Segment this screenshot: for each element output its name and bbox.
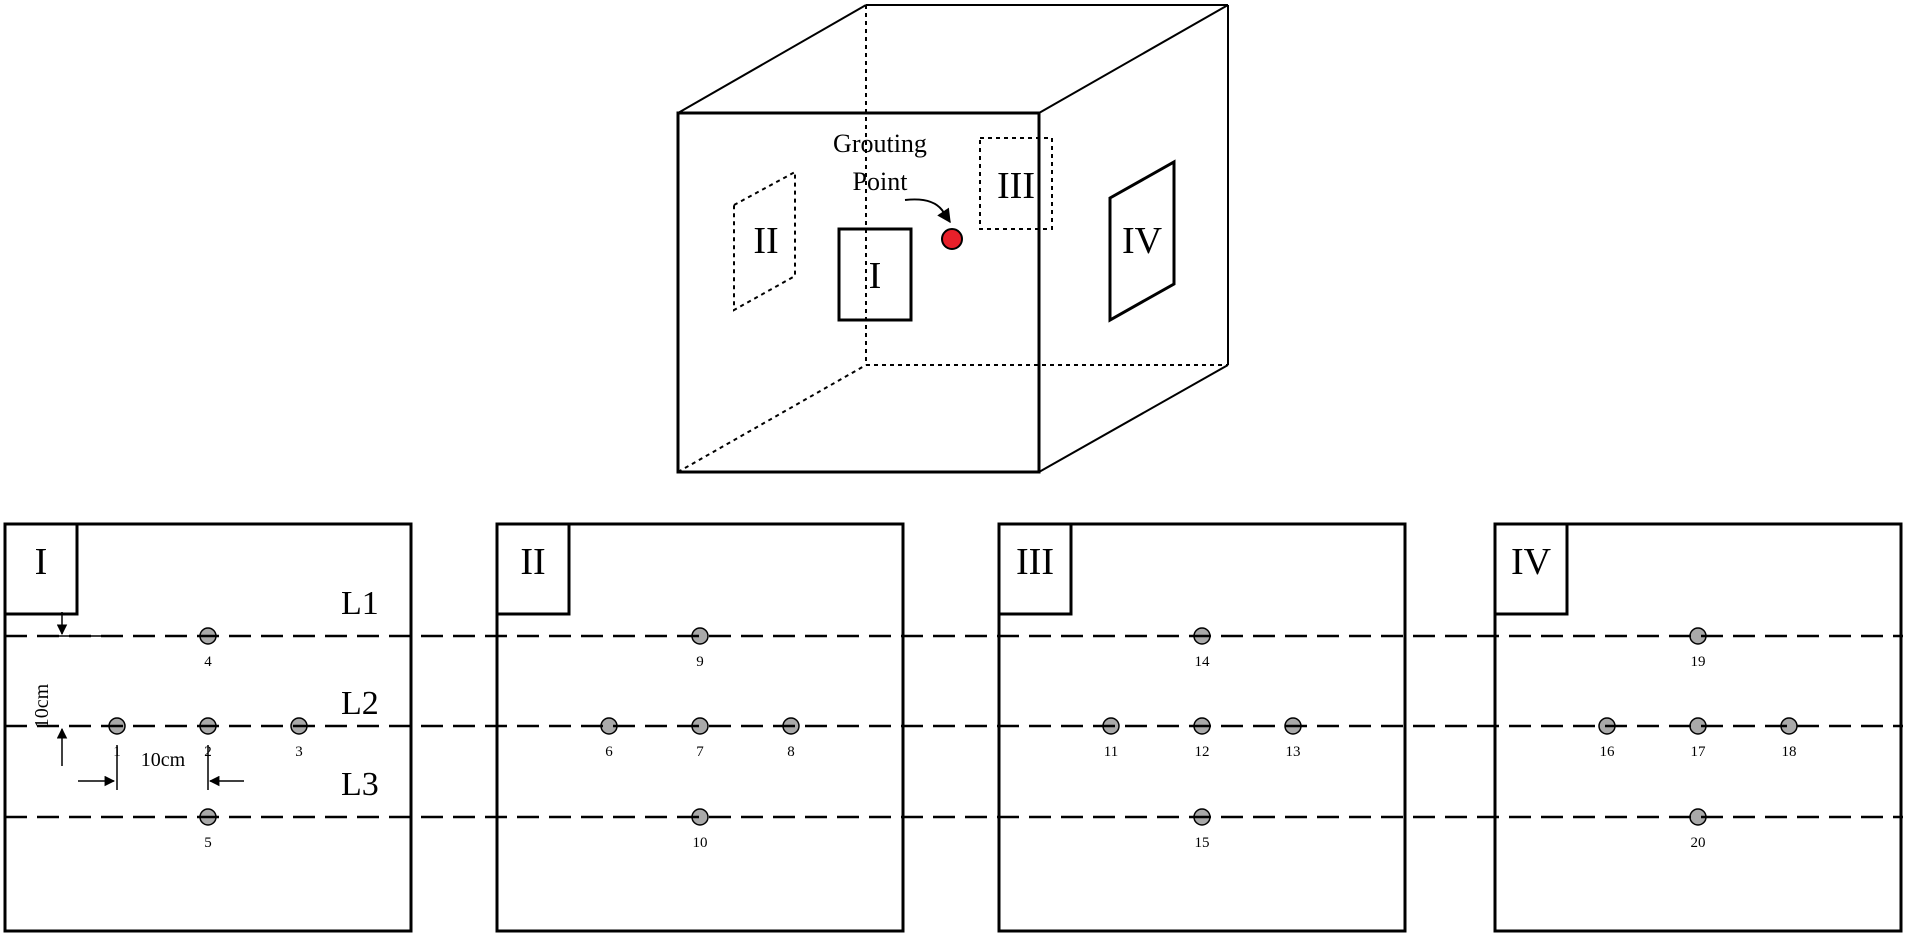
cube-hidden-edge-bottom-left [677,364,867,473]
window-iii-outline [979,137,1053,230]
cube-top-left-edge [677,4,867,114]
sensor-number: 13 [1286,744,1301,760]
vertical-dimension-label: 10cm [31,683,53,728]
cube-top-right-edge [1038,4,1229,114]
sensor-number: 4 [204,654,212,670]
horizontal-dimension-label: 10cm [141,749,186,771]
panel-2-label: II [520,541,545,583]
line-l1-label: L1 [341,585,379,622]
sensor-number: 10 [693,835,708,851]
panel-4-frame [1493,522,1903,933]
cube-drawing [676,4,1229,474]
sensor-number: 20 [1691,835,1706,851]
panel-3-label-box [997,522,1073,616]
grouting-pointer-arrow [904,198,951,224]
measurement-lines [5,634,1903,819]
sensor-number: 19 [1691,654,1706,670]
panel-1-label-box [3,522,79,616]
window-i-label: I [869,255,882,297]
window-iii-label: III [997,165,1035,207]
cube-bottom-right-edge [1038,364,1229,473]
window-iv-label: IV [1122,220,1163,262]
dimension-annotations [48,612,244,790]
panel-3-label: III [1016,541,1054,583]
sensor-number: 7 [696,744,704,760]
panel-1-frame [3,522,413,933]
sensor-number: 5 [204,835,212,851]
sensor-number: 12 [1195,744,1210,760]
sensor-number: 8 [787,744,795,760]
panel-2-frame [495,522,905,933]
sensor-number: 6 [605,744,613,760]
sensor-number: 17 [1691,744,1707,760]
sensor-number: 16 [1600,744,1616,760]
grouting-label-line2: Point [853,167,909,196]
sensor-number: 18 [1782,744,1797,760]
grouting-label-line1: Grouting [833,129,927,158]
grouting-point-marker [941,228,963,250]
sensor-number: 9 [696,654,704,670]
panel-2-label-box [495,522,571,616]
panel-4-label-box [1493,522,1569,616]
panel-3-frame [997,522,1407,933]
line-l2-label: L2 [341,685,379,722]
sensor-number: 14 [1195,654,1211,670]
sensor-number: 3 [295,744,303,760]
window-ii-label: II [753,220,778,262]
window-iv-outline [1108,159,1176,323]
sensor-number: 15 [1195,835,1210,851]
line-l3-label: L3 [341,766,379,803]
panel-4-label: IV [1511,541,1552,583]
window-i-outline [837,227,913,322]
panel-1-label: I [35,541,48,583]
sensor-number: 11 [1104,744,1118,760]
